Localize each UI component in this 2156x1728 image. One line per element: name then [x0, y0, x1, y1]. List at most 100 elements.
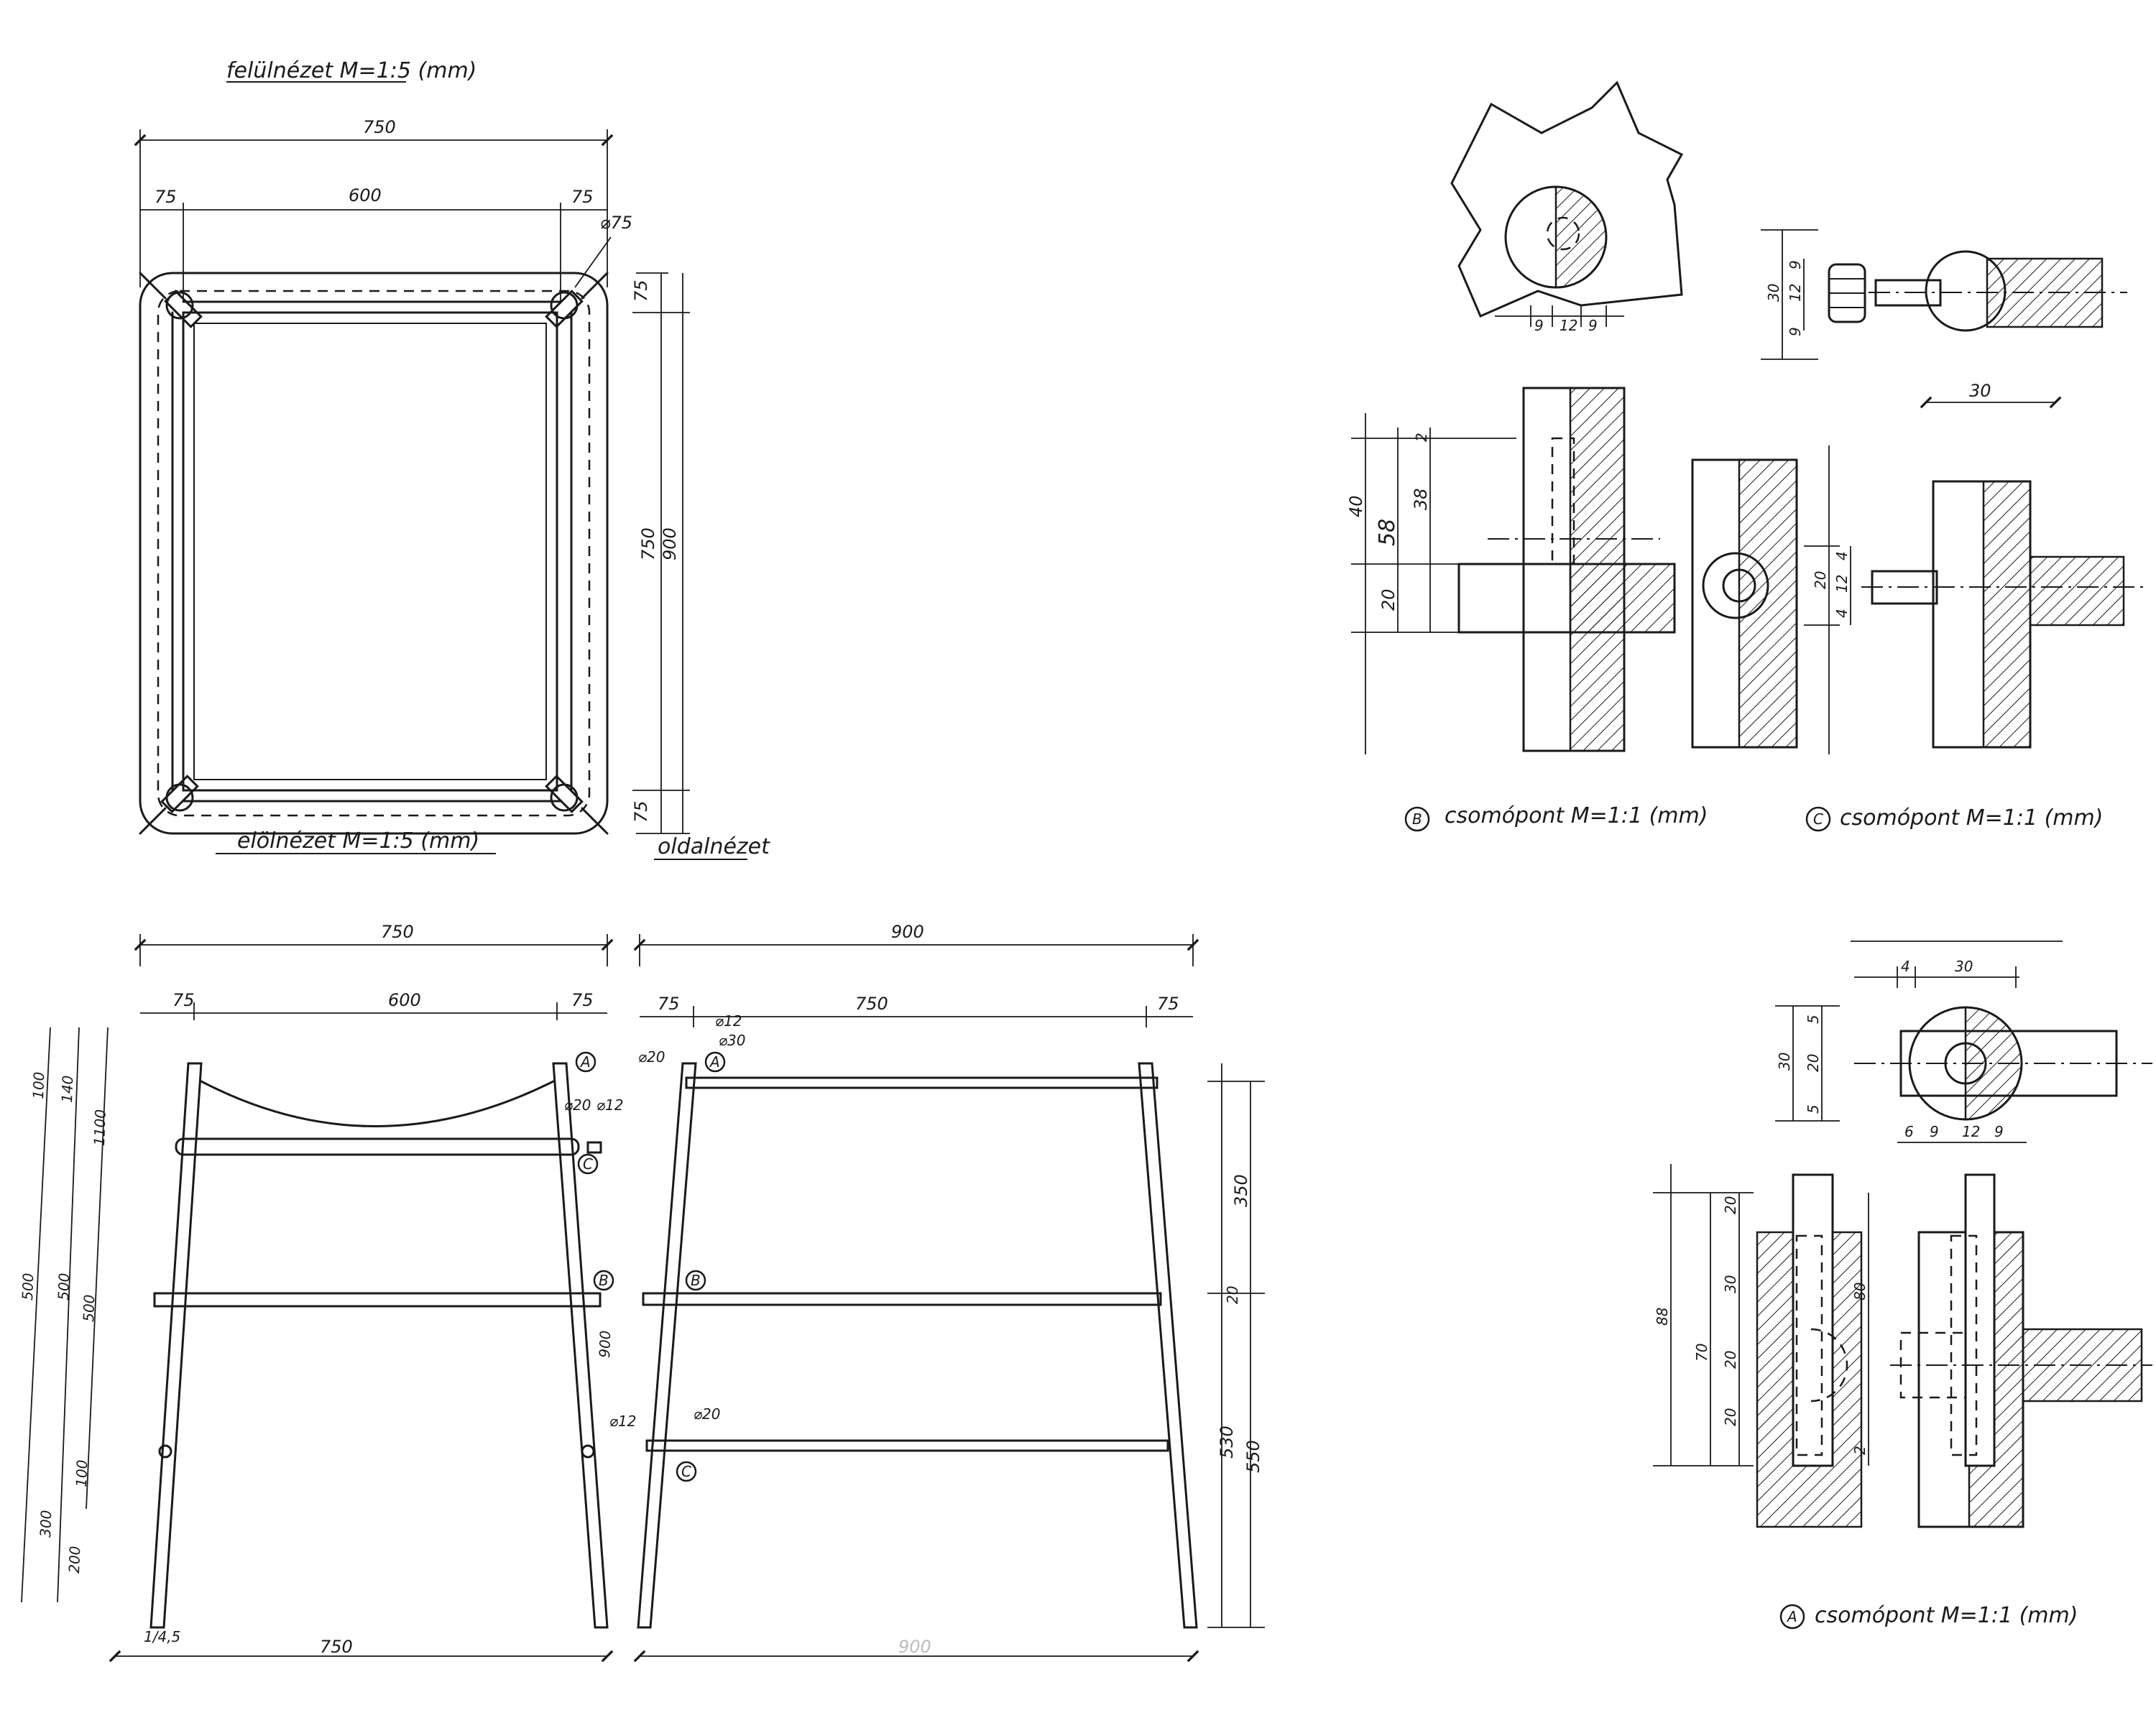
svg-text:C: C — [1813, 810, 1823, 828]
detail-a-dim-l2: 2 — [1851, 1446, 1869, 1455]
top-dim-depth-inner: 750 — [638, 527, 658, 560]
front-seat-cloth — [200, 1080, 555, 1127]
corner-leg-tr — [545, 290, 584, 328]
front-dim-750: 750 — [381, 922, 414, 942]
detail-b-dim-38: 38 — [1411, 488, 1431, 510]
front-view: 750 75 600 75 A C B ⌀20 ⌀12 100 140 — [19, 922, 624, 1663]
detail-c-caption: csomópont M=1:1 (mm) — [1840, 805, 2103, 831]
side-marker-a — [704, 1051, 726, 1073]
side-dim-75-left: 75 — [658, 994, 680, 1014]
detail-c: 30 12 9 9 30 20 4 12 4 C csomópont M=1:1… — [1691, 229, 2149, 832]
svg-text:B: B — [1412, 810, 1422, 828]
detail-a-dim-b9b: 9 — [1994, 1123, 2004, 1140]
front-dim-900: 900 — [596, 1330, 614, 1358]
side-dim-750: 750 — [855, 994, 888, 1014]
side-marker-b — [685, 1270, 706, 1291]
detail-a-dim-5a: 5 — [1805, 1015, 1822, 1024]
front-dim-500c: 500 — [80, 1294, 98, 1322]
corner-leg-tl — [164, 290, 203, 328]
detail-a: 4 30 30 5 20 5 6 9 12 9 20 30 20 20 — [1653, 941, 2152, 1630]
front-dim-140: 140 — [58, 1075, 76, 1103]
front-dim-foot: 1/4,5 — [144, 1628, 180, 1645]
detail-a-dim-b12: 12 — [1962, 1123, 1980, 1140]
front-marker-b — [593, 1270, 614, 1291]
side-middle-rail — [642, 1292, 1162, 1306]
front-view-caption: elölnézet M=1:5 (mm) — [237, 828, 479, 854]
top-dim-75-bottom: 75 — [631, 800, 651, 823]
side-marker-c — [676, 1461, 697, 1482]
front-dim-75-left: 75 — [172, 990, 195, 1010]
detail-a-dim-b6: 6 — [1904, 1123, 1914, 1140]
detail-a-dim-l70: 70 — [1693, 1344, 1710, 1362]
detail-b-dim-9b: 9 — [1588, 317, 1598, 334]
front-leg-left — [149, 1062, 203, 1629]
svg-text:A: A — [1786, 1608, 1797, 1625]
side-view: 900 75 750 75 A B C ⌀12 ⌀30 ⌀20 ⌀12 ⌀20 … — [609, 922, 1265, 1663]
side-dim-d12a: ⌀12 — [715, 1012, 742, 1030]
detail-a-dim-b9a: 9 — [1930, 1123, 1939, 1140]
detail-c-dim-30: 30 — [1765, 284, 1782, 302]
detail-b-dim-20: 20 — [1378, 588, 1399, 611]
svg-text:A: A — [579, 1053, 591, 1071]
detail-a-dim-v30: 30 — [1776, 1053, 1793, 1071]
svg-text:B: B — [599, 1272, 609, 1289]
detail-c-dim-12v: 12 — [1833, 575, 1851, 593]
corner-leg-bl — [160, 775, 199, 813]
front-middle-rail — [153, 1292, 602, 1308]
detail-c-dim-w30: 30 — [1969, 381, 1991, 401]
top-view-caption: felülnézet M=1:5 (mm) — [226, 58, 476, 83]
svg-text:B: B — [691, 1272, 701, 1289]
side-dim-900: 900 — [891, 922, 924, 942]
detail-b-dim-2: 2 — [1413, 433, 1430, 442]
side-dim-d20b: ⌀20 — [694, 1405, 721, 1423]
top-dim-diameter: ⌀75 — [600, 213, 632, 233]
front-dim-d12: ⌀12 — [596, 1096, 624, 1114]
side-top-rail — [685, 1076, 1158, 1089]
detail-a-caption: csomópont M=1:1 (mm) — [1815, 1603, 2078, 1628]
front-dim-500a: 500 — [19, 1272, 37, 1300]
detail-a-dim-30: 30 — [1955, 958, 1973, 975]
svg-text:C: C — [681, 1463, 691, 1480]
svg-text:C: C — [583, 1155, 593, 1173]
detail-c-dim-4a: 4 — [1833, 551, 1851, 560]
front-top-rail — [175, 1137, 580, 1156]
side-leg-right — [1138, 1062, 1198, 1629]
detail-b-dim-9a: 9 — [1534, 317, 1544, 334]
top-dim-depth-overall: 900 — [660, 527, 680, 560]
detail-b: 9 12 9 40 58 38 2 20 B csomópont M=1:1 (… — [1346, 80, 1708, 832]
top-dim-75-right: 75 — [571, 187, 594, 207]
side-leg-left — [637, 1062, 697, 1629]
side-dim-d12b: ⌀12 — [609, 1413, 637, 1430]
detail-c-marker — [1805, 806, 1831, 832]
svg-text:A: A — [709, 1053, 720, 1071]
top-dim-750: 750 — [363, 117, 396, 137]
front-dim-1100: 1100 — [91, 1109, 109, 1146]
front-dim-300: 300 — [37, 1510, 55, 1538]
top-dim-600: 600 — [349, 185, 382, 205]
detail-a-marker — [1779, 1604, 1805, 1630]
front-marker-a — [575, 1051, 596, 1073]
top-dim-75-top: 75 — [631, 279, 651, 302]
side-dim-75-right: 75 — [1157, 994, 1179, 1014]
front-dim-500b: 500 — [55, 1272, 73, 1300]
top-dim-75-left: 75 — [155, 187, 177, 207]
detail-a-dim-l30: 30 — [1722, 1275, 1739, 1293]
detail-b-dim-40: 40 — [1346, 495, 1366, 517]
detail-c-dim-12: 12 — [1787, 284, 1804, 302]
detail-c-dim-9b: 9 — [1787, 327, 1804, 336]
detail-a-dim-l20a: 20 — [1722, 1196, 1739, 1214]
front-leg-right — [552, 1062, 609, 1629]
detail-b-caption: csomópont M=1:1 (mm) — [1445, 803, 1708, 828]
detail-a-dim-20: 20 — [1805, 1054, 1822, 1072]
detail-a-dim-l80: 80 — [1851, 1283, 1869, 1300]
front-dim-75-right: 75 — [571, 990, 594, 1010]
detail-b-dim-58: 58 — [1375, 519, 1400, 546]
detail-c-dim-9a: 9 — [1787, 260, 1804, 269]
detail-c-dim-20: 20 — [1812, 571, 1829, 589]
corner-leg-br — [545, 775, 584, 813]
front-dim-d20: ⌀20 — [564, 1096, 591, 1114]
detail-a-dim-l20c: 20 — [1722, 1408, 1739, 1426]
side-dim-530: 530 — [1217, 1426, 1237, 1459]
detail-a-dim-4: 4 — [1901, 958, 1910, 975]
